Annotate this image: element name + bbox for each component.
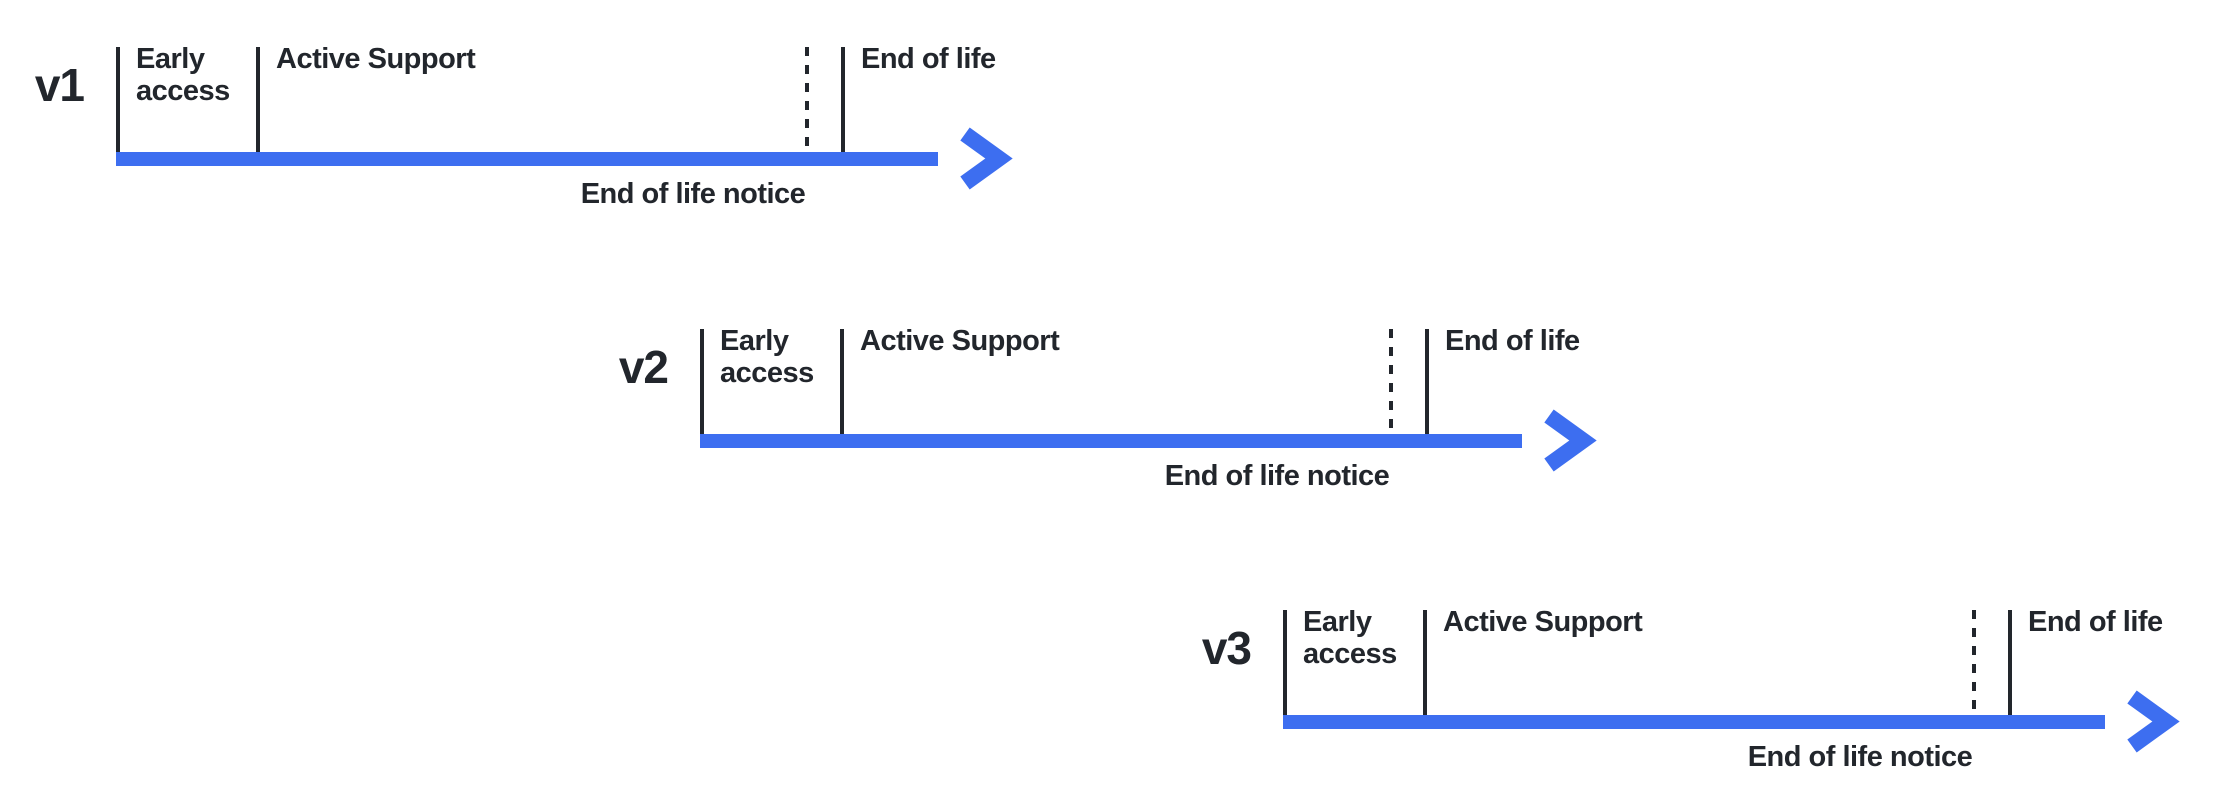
version-label: v2 (618, 341, 669, 393)
timeline-bar (700, 434, 1522, 448)
end-of-life-label: End of life (2028, 606, 2163, 638)
eol-notice-label: End of life notice (1164, 460, 1390, 492)
active-support-label: Active Support (860, 325, 1060, 357)
arrow-right-icon (1544, 409, 1597, 472)
eol-notice-label: End of life notice (1747, 741, 1973, 773)
active-support-label: Active Support (1443, 606, 1643, 638)
end-of-life-tick (1425, 329, 1429, 434)
early-access-label: Early access (1303, 606, 1397, 670)
eol-notice-dashed-line (1972, 610, 1976, 715)
active-support-start-tick (1423, 610, 1427, 715)
eol-notice-label: End of life notice (580, 178, 806, 210)
timeline-bar (1283, 715, 2105, 729)
end-of-life-tick (841, 47, 845, 152)
early-access-label: Early access (720, 325, 814, 389)
end-of-life-tick (2008, 610, 2012, 715)
early-access-label: Early access (136, 43, 230, 107)
end-of-life-label: End of life (861, 43, 996, 75)
eol-notice-dashed-line (1389, 329, 1393, 434)
active-support-label: Active Support (276, 43, 476, 75)
arrow-right-icon (960, 127, 1013, 190)
eol-notice-dashed-line (805, 47, 809, 152)
early-access-start-tick (700, 329, 704, 434)
end-of-life-label: End of life (1445, 325, 1580, 357)
timeline-row-v1: v1 Early access Active Support End of li… (35, 43, 1118, 277)
timeline-bar (116, 152, 938, 166)
timeline-row-v2: v2 Early access Active Support End of li… (619, 325, 1702, 559)
early-access-start-tick (1283, 610, 1287, 715)
active-support-start-tick (256, 47, 260, 152)
arrow-right-icon (2127, 690, 2180, 753)
version-label: v1 (34, 59, 85, 111)
timeline-row-v3: v3 Early access Active Support End of li… (1202, 606, 2228, 812)
early-access-start-tick (116, 47, 120, 152)
active-support-start-tick (840, 329, 844, 434)
version-label: v3 (1201, 622, 1252, 674)
